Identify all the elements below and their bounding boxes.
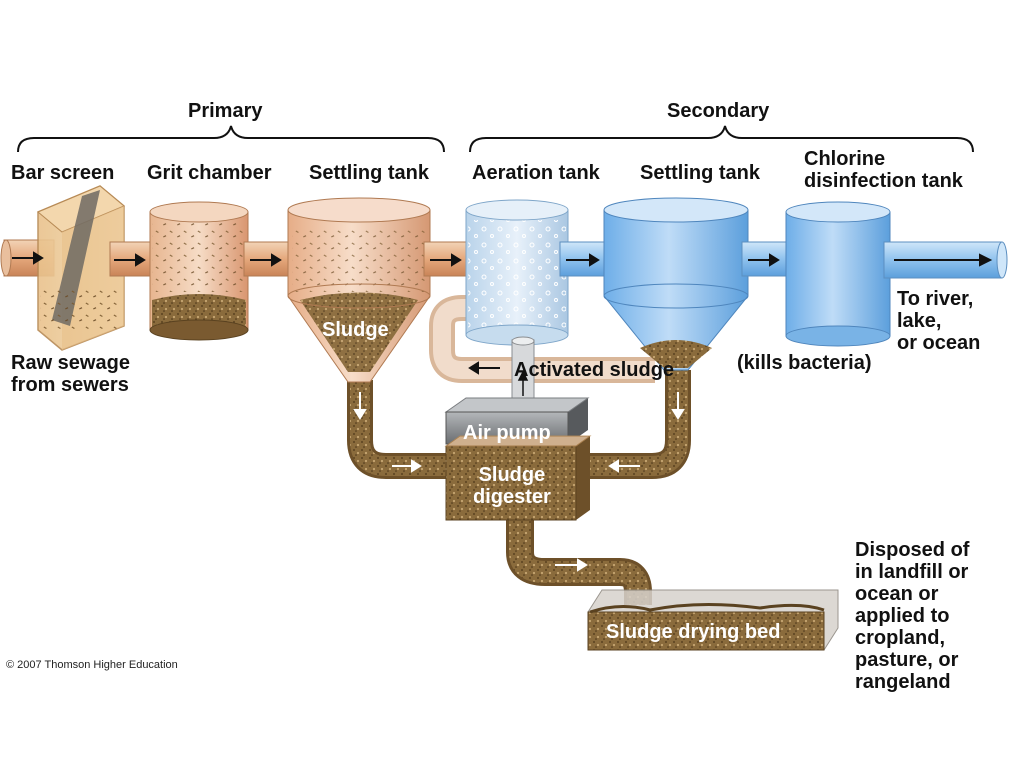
bar-screen-tank [37,185,125,351]
bar-screen-label: Bar screen [11,162,115,184]
grit-chamber-label: Grit chamber [147,162,272,184]
primary-brace [17,125,445,153]
air-pump-label: Air pump [463,422,551,444]
secondary-brace [469,125,974,153]
aeration-tank [465,199,569,346]
sludge-drying-bed [587,589,839,651]
aeration-tank-label: Aeration tank [472,162,600,184]
chlorine-disinfection-tank [785,201,891,347]
sludge-digester-label: Sludge digester [473,464,551,508]
secondary-settling-tank-label: Settling tank [640,162,761,184]
kills-bacteria-label: (kills bacteria) [737,352,872,374]
sludge-digester [444,435,592,521]
chlorine-tank-label: Chlorine disinfection tank [804,148,963,192]
sludge-label: Sludge [322,319,389,341]
secondary-label: Secondary [667,100,770,122]
secondary-settling-tank [603,197,749,371]
primary-label: Primary [188,100,263,122]
sludge-drying-bed-label: Sludge drying bed [606,621,781,643]
primary-settling-tank [287,197,431,383]
disposal-label: Disposed of in landfill or ocean or appl… [855,539,970,693]
sludge-flow-arrows [353,392,685,572]
grit-chamber-tank [149,201,249,341]
activated-sludge-label: Activated sludge [514,359,675,381]
sludge-pipe-right [585,370,691,479]
primary-settling-tank-label: Settling tank [309,162,430,184]
air-arrow [517,370,529,396]
flow-arrows [12,251,993,375]
raw-sewage-label: Raw sewage from sewers [11,352,130,396]
to-river-label: To river, lake, or ocean [897,288,981,354]
copyright-text: © 2007 Thomson Higher Education [6,659,178,671]
